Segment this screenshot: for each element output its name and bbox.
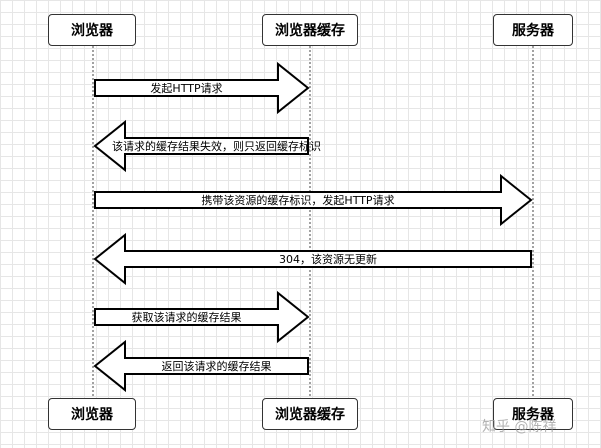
message-label-5: 获取该请求的缓存结果 [132, 310, 242, 324]
message-label-1: 发起HTTP请求 [150, 81, 222, 95]
actor-server-top: 服务器 [493, 14, 573, 46]
actor-browser-top: 浏览器 [48, 14, 136, 46]
message-label-6: 返回该请求的缓存结果 [162, 359, 272, 373]
message-arrow-3 [94, 173, 533, 227]
message-label-4: 304，该资源无更新 [279, 252, 377, 266]
message-arrow-2 [93, 119, 309, 173]
message-label-2: 该请求的缓存结果失效，则只返回缓存标识 [112, 139, 321, 153]
actor-cache-bottom: 浏览器缓存 [262, 398, 358, 430]
watermark: 知乎 @陈祥 [482, 419, 557, 435]
message-arrow-5 [94, 290, 310, 344]
actor-cache-top: 浏览器缓存 [262, 14, 358, 46]
message-label-3: 携带该资源的缓存标识，发起HTTP请求 [201, 193, 394, 207]
message-arrow-4 [93, 232, 532, 286]
message-arrow-6 [93, 339, 309, 393]
actor-server-bottom: 服务器 [493, 398, 573, 430]
actor-browser-bottom: 浏览器 [48, 398, 136, 430]
message-arrow-1 [94, 61, 310, 115]
